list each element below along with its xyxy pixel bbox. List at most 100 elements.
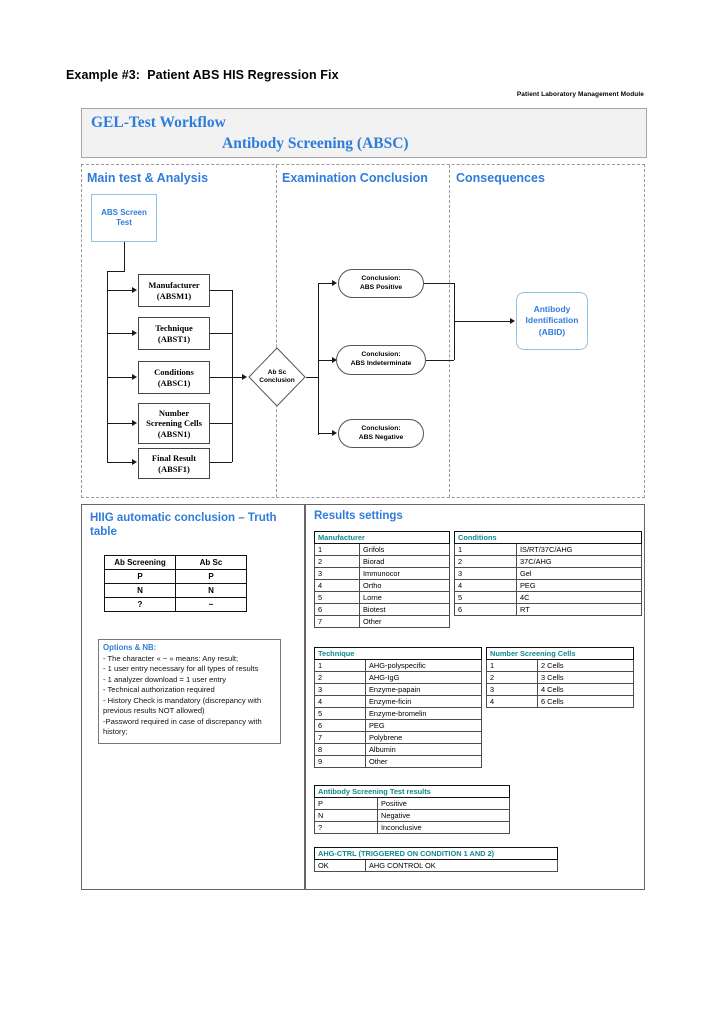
table-header-row: Ab Screening Ab Sc xyxy=(104,555,247,570)
node-conclusion-abs-indeterminate[interactable]: Conclusion: ABS Indeterminate xyxy=(336,345,426,375)
table-header-row: Number Screening Cells xyxy=(486,647,634,660)
table-technique-title: Technique xyxy=(314,647,482,660)
node-conclusion-abs-negative[interactable]: Conclusion: ABS Negative xyxy=(338,419,424,448)
cell-code: P xyxy=(314,797,378,810)
connector-indeterminate-merge xyxy=(426,360,454,361)
connector-in-technique xyxy=(107,333,132,334)
node-technique[interactable]: Technique(ABST1) xyxy=(138,317,210,350)
cell-value: 4C xyxy=(516,591,642,604)
connector-right-spine xyxy=(232,290,233,462)
cell-code: 6 xyxy=(314,603,360,616)
arrowhead-in-conditions xyxy=(132,374,137,380)
workflow-diagram-panel: Main test & Analysis Examination Conclus… xyxy=(81,164,645,498)
cell-code: 7 xyxy=(314,615,360,628)
cell-value: Albumin xyxy=(365,743,482,756)
arrowhead-in-manufacturer xyxy=(132,287,137,293)
connector-in-manufacturer xyxy=(107,290,132,291)
cell-code: 5 xyxy=(454,591,517,604)
node-final-result[interactable]: Final Result(ABSF1) xyxy=(138,448,210,479)
connector-out-final-result xyxy=(210,462,232,463)
node-number-screening-cells-code: (ABSN1) xyxy=(157,428,191,439)
cell-value: Enzyme-bromelin xyxy=(365,707,482,720)
cell-value: 6 Cells xyxy=(537,695,634,708)
options-title: Options & NB: xyxy=(103,643,157,652)
cell-value: Polybrene xyxy=(365,731,482,744)
cell-code: 8 xyxy=(314,743,366,756)
cell-value: 4 Cells xyxy=(537,683,634,696)
table-ahg-ctrl-title: AHG-CTRL (TRIGGERED ON CONDITION 1 AND 2… xyxy=(314,847,558,860)
cell-value: PEG xyxy=(516,579,642,592)
connector-to-abs-indeterminate xyxy=(318,360,332,361)
node-manufacturer-name: Manufacturer xyxy=(148,279,200,290)
table-antibody-screening-test-results-title: Antibody Screening Test results xyxy=(314,785,510,798)
node-conclusion-abs-positive[interactable]: Conclusion: ABS Positive xyxy=(338,269,424,298)
page-title: Example #3: Patient ABS HIS Regression F… xyxy=(66,68,339,82)
node-conditions-name: Conditions xyxy=(154,366,194,377)
options-line-1: - The character « ~ » means: Any result; xyxy=(103,653,239,663)
connector-out-conditions xyxy=(210,377,232,378)
table-header-row: Antibody Screening Test results xyxy=(314,785,510,798)
node-number-screening-cells[interactable]: Number Screening Cells(ABSN1) xyxy=(138,403,210,444)
node-conclusion-abs-indeterminate-label: Conclusion: ABS Indeterminate xyxy=(350,351,412,367)
node-number-screening-cells-name: Number Screening Cells xyxy=(146,407,202,429)
cell-code: 4 xyxy=(314,695,366,708)
arrowhead-in-final-result xyxy=(132,459,137,465)
node-conclusion-abs-positive-label: Conclusion: ABS Positive xyxy=(359,274,403,291)
module-label: Patient Laboratory Management Module xyxy=(516,91,644,98)
table-conditions-title: Conditions xyxy=(454,531,642,544)
node-abs-screen-test-label: ABS Screen Test xyxy=(101,208,147,227)
column-heading-consequences: Consequences xyxy=(456,171,545,185)
cell-code: 5 xyxy=(314,591,360,604)
node-abs-screen-test[interactable]: ABS Screen Test xyxy=(91,194,157,242)
node-final-result-code: (ABSF1) xyxy=(158,463,190,474)
node-ab-sc-conclusion-decision[interactable]: Ab Sc Conclusion xyxy=(248,347,306,407)
cell-code: 2 xyxy=(486,671,538,684)
options-line-6: -Password required in case of discrepanc… xyxy=(103,716,262,737)
arrowhead-abs-negative xyxy=(332,430,337,436)
diamond-shape-icon xyxy=(248,347,306,407)
cell-value: Biorad xyxy=(359,555,450,568)
cell-code: 3 xyxy=(454,567,517,580)
arrowhead-to-decision xyxy=(242,374,247,380)
cell-value: 2 Cells xyxy=(537,659,634,672)
node-conditions[interactable]: Conditions(ABSC1) xyxy=(138,361,210,394)
options-line-2: - 1 user entry necessary for all types o… xyxy=(103,664,259,674)
node-manufacturer-code: (ABSM1) xyxy=(156,290,192,301)
cell-value: Other xyxy=(365,755,482,768)
table-header-row: Manufacturer xyxy=(314,531,450,544)
connector-out-manufacturer xyxy=(210,290,232,291)
cell-value: PEG xyxy=(365,719,482,732)
node-antibody-identification[interactable]: Antibody Identification (ABID) xyxy=(516,292,588,350)
truth-cell-2-0: ? xyxy=(104,597,176,612)
table-row: P P xyxy=(104,569,247,584)
arrowhead-abs-indeterminate xyxy=(332,357,337,363)
node-manufacturer[interactable]: Manufacturer(ABSM1) xyxy=(138,274,210,307)
connector-to-abs-negative xyxy=(318,433,332,434)
table-header-row: Conditions xyxy=(454,531,642,544)
cell-value: Enzyme-papain xyxy=(365,683,482,696)
cell-value: AHG CONTROL OK xyxy=(365,859,558,872)
cell-code: N xyxy=(314,809,378,822)
cell-code: 3 xyxy=(314,567,360,580)
table-row: N N xyxy=(104,583,247,598)
cell-value: Enzyme-ficin xyxy=(365,695,482,708)
connector-conclusion-spine xyxy=(318,283,319,435)
results-settings-heading: Results settings xyxy=(314,510,403,522)
cell-code: 4 xyxy=(454,579,517,592)
arrowhead-to-abid xyxy=(510,318,515,324)
